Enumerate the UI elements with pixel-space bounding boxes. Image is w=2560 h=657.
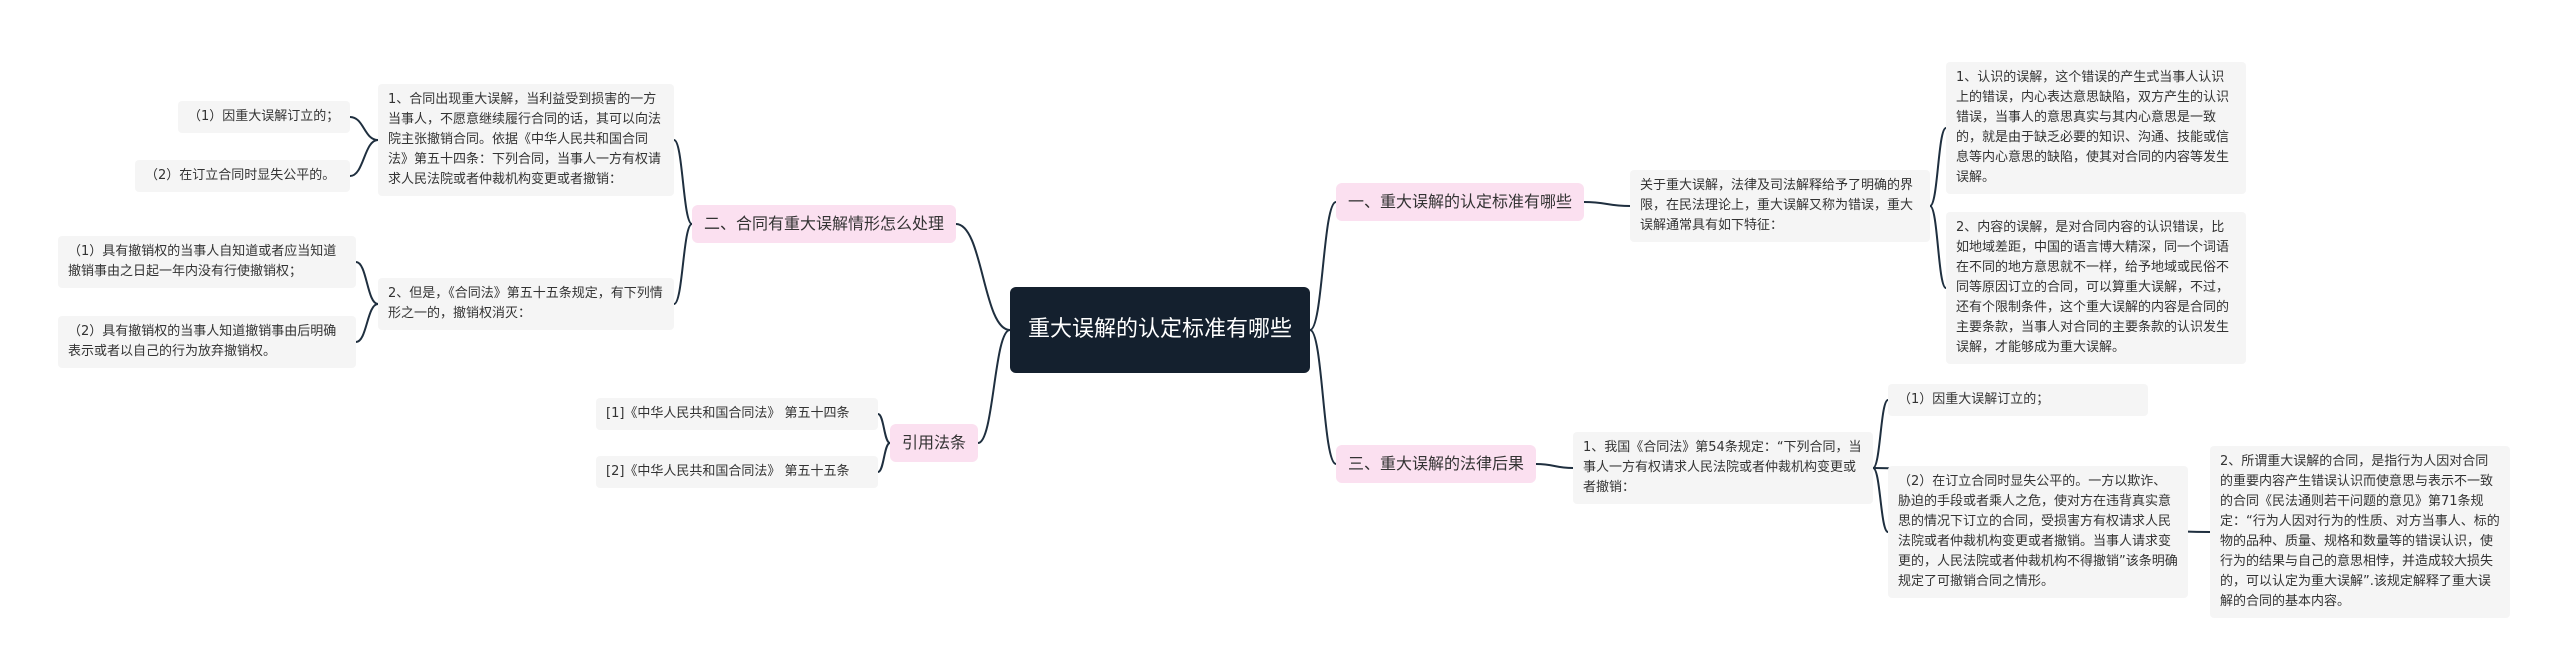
leaf-cognitive-misunderstanding[interactable]: 1、认识的误解，这个错误的产生式当事人认识上的错误，内心表达意思缺陷，双方产生的… [1946, 62, 2246, 194]
connector-b4-l4b [877, 442, 891, 473]
branch-cited-statutes[interactable]: 引用法条 [890, 424, 979, 462]
leaf-consequence-unfairness[interactable]: （2）在订立合同时显失公平的。一方以欺诈、胁迫的手段或者乘人之危，使对方在违背真… [1888, 466, 2188, 598]
leaf-content-misunderstanding[interactable]: 2、内容的误解，是对合同内容的认识错误，比如地域差距，中国的语言博大精深，同一个… [1946, 212, 2246, 364]
connector-r1-r1a [1929, 127, 1947, 207]
branch-identification-standard[interactable]: 一、重大误解的认定标准有哪些 [1336, 183, 1585, 221]
leaf-contract-law-article-54[interactable]: 1、我国《合同法》第54条规定：“下列合同，当事人一方有权请求人民法院或者仲裁机… [1573, 432, 1873, 504]
connector-r3-r3a [1872, 399, 1889, 469]
connector-l1-l1a [349, 116, 379, 141]
leaf-extinguish-one-year[interactable]: （1）具有撤销权的当事人自知道或者应当知道撤销事由之日起一年内没有行使撤销权； [58, 236, 356, 288]
connector-r1-r1b [1929, 205, 1947, 289]
leaf-revocation-claim[interactable]: 1、合同出现重大误解，当利益受到损害的一方当事人，不愿意继续履行合同的话，其可以… [378, 84, 674, 196]
leaf-definition-misunderstanding-contract[interactable]: 2、所谓重大误解的合同，是指行为人因对合同的重要内容产生错误认识而使意思与表示不… [2210, 446, 2510, 618]
leaf-revoke-unfairness[interactable]: （2）在订立合同时显失公平的。 [135, 160, 350, 192]
connector-root-b2 [955, 223, 1011, 331]
connector-b1-r1 [1583, 201, 1631, 207]
connector-b2-l1 [673, 139, 693, 225]
leaf-statute-article-55[interactable]: [2]《中华人民共和国合同法》 第五十五条 [596, 456, 878, 488]
root-topic-label: 重大误解的认定标准有哪些 [1027, 317, 1292, 342]
leaf-revoke-misunderstanding[interactable]: （1）因重大误解订立的； [178, 101, 350, 133]
branch-handling-misunderstanding[interactable]: 二、合同有重大误解情形怎么处理 [692, 205, 957, 243]
connector-b4-l4a [877, 413, 891, 444]
root-topic[interactable]: 重大误解的认定标准有哪些 [1010, 287, 1310, 373]
leaf-misunderstanding-features[interactable]: 关于重大误解，法律及司法解释给予了明确的界限，在民法理论上，重大误解又称为错误，… [1630, 170, 1930, 242]
connector-root-b3 [1309, 329, 1337, 465]
connector-r3-r3b [1872, 467, 1889, 533]
connector-l2-l2b [355, 303, 379, 343]
connector-b3-r3 [1535, 463, 1574, 469]
connector-l1-l1b [349, 139, 379, 177]
connector-root-b4 [977, 329, 1011, 444]
leaf-consequence-misunderstanding[interactable]: （1）因重大误解订立的； [1888, 384, 2148, 416]
leaf-extinguish-waiver[interactable]: （2）具有撤销权的当事人知道撤销事由后明确表示或者以自己的行为放弃撤销权。 [58, 316, 356, 368]
connector-b2-l2 [673, 223, 693, 305]
leaf-revocation-extinguished[interactable]: 2、但是，《合同法》第五十五条规定，有下列情形之一的，撤销权消灭： [378, 278, 674, 330]
connector-l2-l2a [355, 261, 379, 305]
leaf-statute-article-54[interactable]: [1]《中华人民共和国合同法》 第五十四条 [596, 398, 878, 430]
connector-root-b1 [1309, 201, 1337, 331]
branch-legal-consequences[interactable]: 三、重大误解的法律后果 [1336, 445, 1537, 483]
